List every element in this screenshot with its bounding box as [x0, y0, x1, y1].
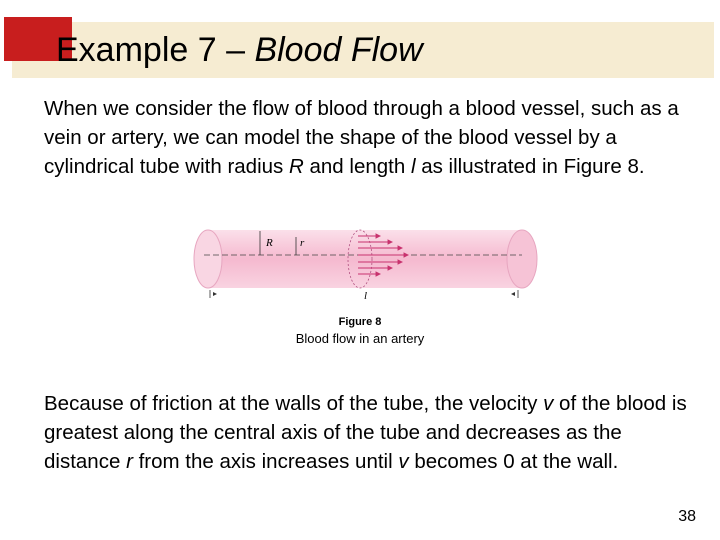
para2-text-a: Because of friction at the walls of the … — [44, 392, 544, 415]
label-l: l — [364, 290, 367, 302]
title-band — [12, 22, 714, 78]
para1-var-R: R — [288, 155, 304, 178]
tube-body — [206, 230, 522, 288]
para1-var-l: l — [410, 155, 416, 178]
velocity-arrows — [358, 233, 410, 277]
para2-var-v2: v — [398, 450, 409, 473]
para1-text-a: When we consider the flow of blood throu… — [44, 97, 679, 178]
label-R: R — [265, 237, 273, 249]
slide-title: Example 7 – Blood Flow — [56, 30, 423, 70]
para2-var-v1: v — [543, 392, 554, 415]
tube-right-end — [506, 229, 538, 289]
label-r: r — [300, 237, 305, 249]
para1-text-c: as illustrated in Figure 8. — [415, 155, 645, 178]
para2-text-c: from the axis increases until — [132, 450, 399, 473]
artery-figure: R r l — [193, 229, 538, 302]
title-accent-square — [4, 17, 72, 61]
tube-left-end — [193, 229, 223, 289]
para2-var-r: r — [126, 450, 133, 473]
para1-text-b: and length — [303, 155, 411, 178]
page-number: 38 — [678, 508, 696, 525]
figure-caption: Blood flow in an artery — [295, 331, 425, 346]
para2-text-b: of the blood is greatest along the centr… — [44, 392, 687, 473]
figure-label: Figure 8 — [338, 316, 382, 328]
title-emphasis: Blood Flow — [254, 31, 423, 69]
intro-paragraph: When we consider the flow of blood throu… — [44, 94, 694, 181]
para2-text-d: becomes 0 at the wall. — [408, 450, 619, 473]
cross-section-ellipse — [347, 229, 373, 289]
title-main: Example 7 – — [56, 31, 255, 69]
friction-paragraph: Because of friction at the walls of the … — [44, 389, 694, 476]
